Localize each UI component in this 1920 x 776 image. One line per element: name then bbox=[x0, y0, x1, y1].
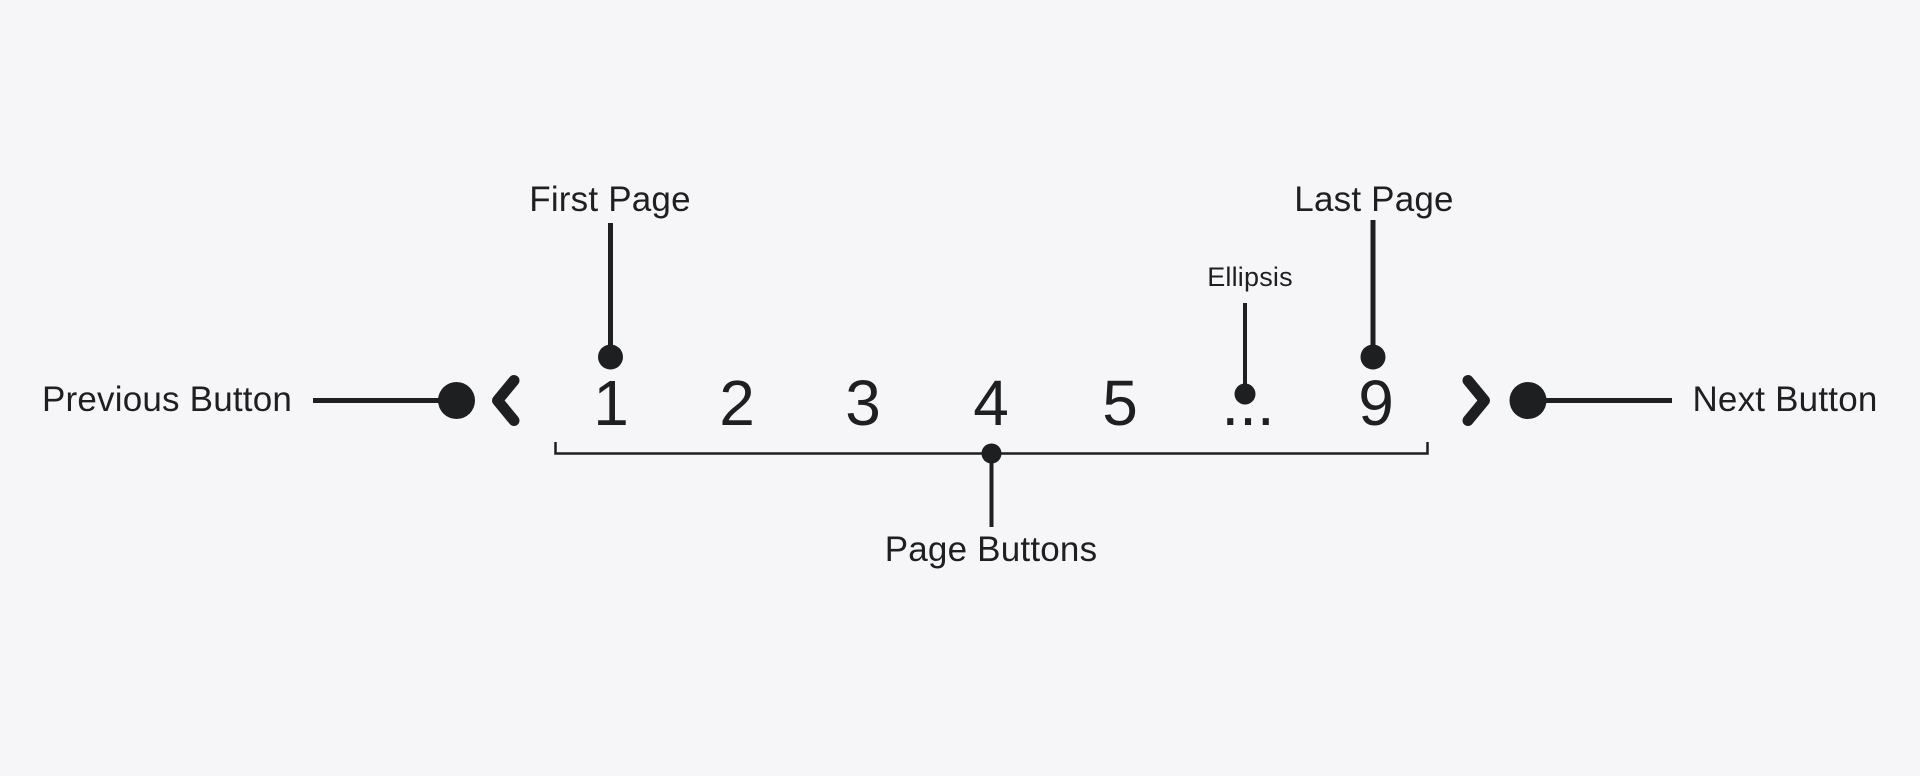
pagination-ellipsis: ... bbox=[1221, 367, 1275, 439]
page-button-2[interactable]: 2 bbox=[719, 367, 755, 439]
first-page-callout-dot bbox=[598, 344, 623, 370]
page-button-4[interactable]: 4 bbox=[973, 367, 1009, 439]
page-buttons-label: Page Buttons bbox=[884, 530, 1098, 569]
chevron-left-icon[interactable] bbox=[492, 375, 520, 426]
ellipsis-label: Ellipsis bbox=[1207, 262, 1293, 292]
ellipsis-callout-dot bbox=[1234, 383, 1256, 405]
page-button-1[interactable]: 1 bbox=[593, 367, 629, 439]
previous-callout-dot bbox=[438, 382, 475, 419]
last-page-label: Last Page bbox=[1294, 180, 1454, 219]
page-button-9[interactable]: 9 bbox=[1358, 367, 1394, 439]
chevron-right-icon[interactable] bbox=[1462, 375, 1490, 426]
page-button-5[interactable]: 5 bbox=[1102, 367, 1138, 439]
last-page-callout-dot bbox=[1360, 344, 1386, 370]
previous-button-label: Previous Button bbox=[41, 380, 293, 419]
next-callout-dot bbox=[1509, 382, 1547, 419]
next-button-label: Next Button bbox=[1692, 380, 1878, 419]
page-buttons-callout-dot bbox=[981, 443, 1002, 464]
page-button-3[interactable]: 3 bbox=[845, 367, 881, 439]
first-page-label: First Page bbox=[529, 180, 691, 219]
